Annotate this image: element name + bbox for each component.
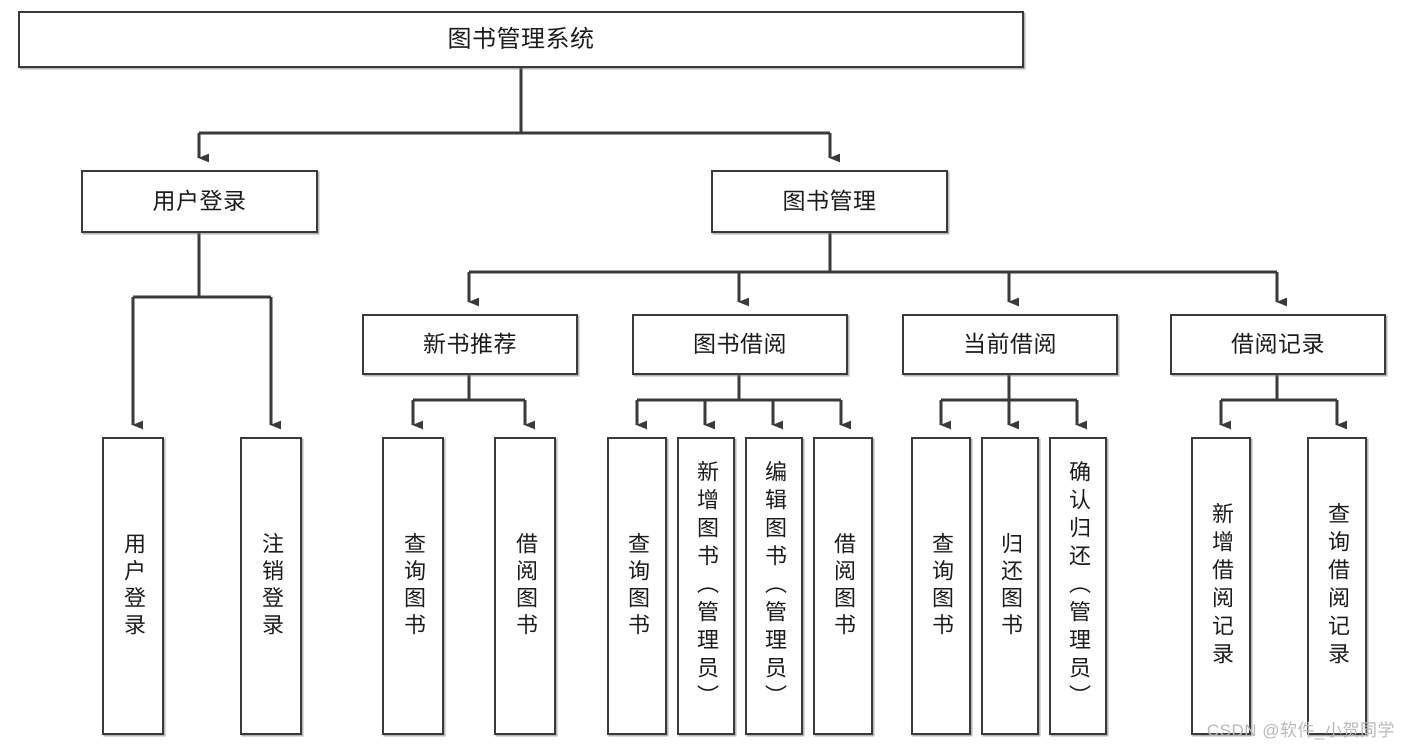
node-borrow-record[interactable]: 借阅记录	[1170, 314, 1386, 375]
node-leaf-user-login[interactable]: 用户登录	[102, 437, 164, 735]
node-leaf-add-book-label: 新增图书（管理员）	[694, 460, 719, 712]
node-leaf-add-borrow-record-label: 新增借阅记录	[1209, 502, 1234, 670]
node-leaf-query-book-borrow[interactable]: 查询图书	[607, 437, 667, 735]
node-leaf-confirm-return[interactable]: 确认归还（管理员）	[1049, 437, 1107, 735]
node-leaf-add-borrow-record[interactable]: 新增借阅记录	[1191, 437, 1251, 735]
node-book-management-label: 图书管理	[782, 188, 877, 215]
node-new-book-recommend[interactable]: 新书推荐	[362, 314, 578, 375]
node-leaf-logout-login[interactable]: 注销登录	[240, 437, 302, 735]
node-leaf-return-book-label: 归还图书	[998, 532, 1023, 640]
node-leaf-edit-book[interactable]: 编辑图书（管理员）	[745, 437, 803, 735]
node-leaf-edit-book-label: 编辑图书（管理员）	[762, 460, 787, 712]
node-book-borrow-label: 图书借阅	[693, 331, 787, 358]
node-user-login-label: 用户登录	[152, 188, 247, 215]
node-root-book-management-system[interactable]: 图书管理系统	[18, 11, 1024, 68]
node-current-borrow[interactable]: 当前借阅	[902, 314, 1118, 375]
node-leaf-borrow-book-borrow-label: 借阅图书	[831, 532, 856, 640]
node-leaf-query-borrow-record[interactable]: 查询借阅记录	[1307, 437, 1367, 735]
node-current-borrow-label: 当前借阅	[963, 331, 1057, 358]
node-leaf-query-book-current[interactable]: 查询图书	[911, 437, 971, 735]
node-leaf-user-login-label: 用户登录	[121, 532, 146, 640]
node-book-borrow[interactable]: 图书借阅	[632, 314, 848, 375]
node-book-management[interactable]: 图书管理	[711, 170, 948, 233]
node-leaf-query-borrow-record-label: 查询借阅记录	[1325, 502, 1350, 670]
node-borrow-record-label: 借阅记录	[1231, 331, 1325, 358]
node-user-login[interactable]: 用户登录	[81, 170, 318, 233]
node-leaf-confirm-return-label: 确认归还（管理员）	[1066, 460, 1091, 712]
node-leaf-query-book-borrow-label: 查询图书	[625, 532, 650, 640]
csdn-watermark: CSDN @软件_小贺同学	[1206, 721, 1395, 740]
node-leaf-query-book-current-label: 查询图书	[929, 532, 954, 640]
node-leaf-query-book-recommend-label: 查询图书	[401, 532, 426, 640]
node-new-book-recommend-label: 新书推荐	[423, 331, 517, 358]
node-leaf-query-book-recommend[interactable]: 查询图书	[382, 437, 444, 735]
node-leaf-borrow-book-recommend-label: 借阅图书	[513, 532, 538, 640]
node-leaf-borrow-book-recommend[interactable]: 借阅图书	[494, 437, 556, 735]
node-leaf-return-book[interactable]: 归还图书	[981, 437, 1039, 735]
node-leaf-add-book[interactable]: 新增图书（管理员）	[677, 437, 735, 735]
node-leaf-borrow-book-borrow[interactable]: 借阅图书	[813, 437, 873, 735]
node-root-label: 图书管理系统	[447, 25, 595, 53]
node-leaf-logout-login-label: 注销登录	[259, 532, 284, 640]
